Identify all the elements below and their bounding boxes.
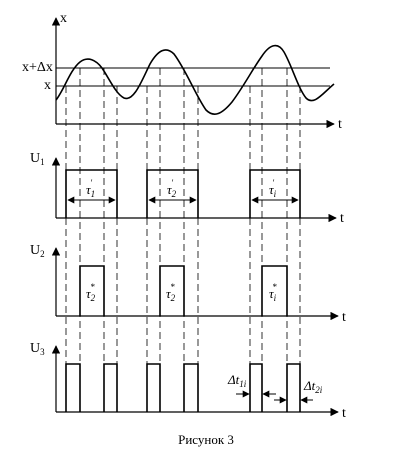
- u3-pulse-4: [183, 363, 199, 412]
- panel-x: x t x+Δx x: [22, 11, 342, 132]
- panel-u2: U2 t τ2* τ2* τi*: [30, 243, 346, 325]
- u1-tau-1: τ1': [86, 178, 95, 199]
- u1-pulse-2: [146, 169, 199, 218]
- u2-label: U2: [30, 243, 45, 259]
- u1-label: U1: [30, 151, 45, 167]
- u3-pulse-2: [103, 363, 118, 412]
- u3-pulse-5: [249, 363, 263, 412]
- upper-threshold-label: x+Δx: [22, 60, 53, 75]
- u3-pulse-6: [286, 363, 301, 412]
- t-axis-label-3: t: [342, 310, 346, 325]
- delta-t1-label: Δt1i: [227, 372, 247, 389]
- u1-pulse-1: [65, 169, 118, 218]
- delta-t2-label: Δt2i: [303, 378, 323, 395]
- u2-tau-3: τi*: [269, 282, 277, 303]
- u3-pulse-3: [146, 363, 161, 412]
- panel-u3: U3 t Δt1i Δt2i: [30, 341, 346, 421]
- u2-tau-1: τ2*: [86, 282, 96, 303]
- u2-tau-2: τ2*: [166, 282, 176, 303]
- t-axis-label-4: t: [342, 406, 346, 421]
- lower-threshold-label: x: [44, 78, 51, 93]
- signal-curve: [55, 44, 335, 115]
- panel-u1: U1 t τ1' τ2' τi': [30, 151, 344, 226]
- t-axis-label-1: t: [338, 117, 342, 132]
- u1-tau-3: τi': [269, 178, 277, 199]
- u3-label: U3: [30, 341, 45, 357]
- figure-caption: Рисунок 3: [178, 432, 234, 447]
- u1-tau-2: τ2': [167, 178, 177, 199]
- alignment-lines: [65, 68, 301, 412]
- t-axis-label-2: t: [340, 211, 344, 226]
- u3-pulse-1: [65, 363, 81, 412]
- x-axis-label: x: [60, 11, 67, 26]
- u1-pulse-3: [249, 169, 301, 218]
